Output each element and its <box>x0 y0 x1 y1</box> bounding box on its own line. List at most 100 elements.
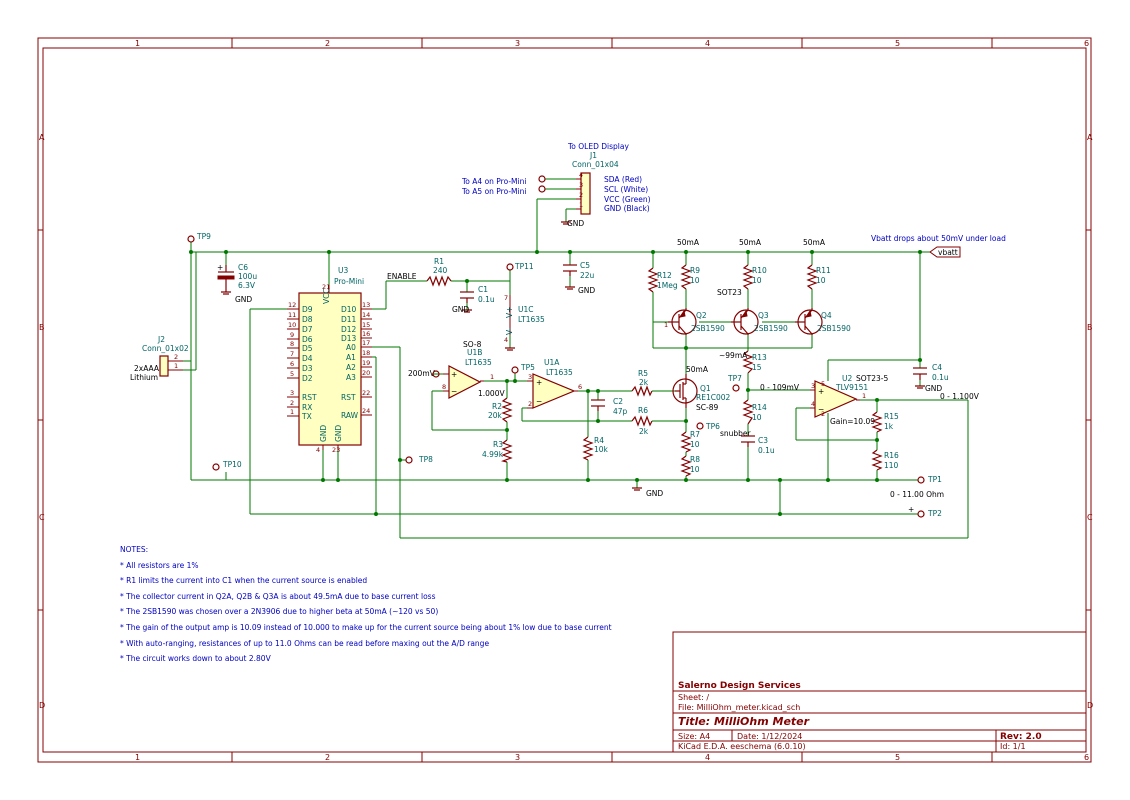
j2-note-2xaaa: 2xAAA <box>134 364 160 373</box>
resistor-r10[interactable]: R10 10 <box>742 264 767 290</box>
wires <box>183 178 969 539</box>
vbatt-global-label[interactable]: vbatt <box>929 246 961 258</box>
test-point-tp11[interactable]: TP11 <box>506 262 534 271</box>
mcu-u3[interactable]: U3 Pro-Mini VCC 21 12 11 10 9 8 7 6 5 3 … <box>287 266 372 454</box>
c3-ref: C3 <box>758 436 768 445</box>
q4-current-label: 50mA <box>803 238 826 247</box>
r7-ref: R7 <box>690 430 700 439</box>
capacitor-c2[interactable]: C2 47p <box>591 397 628 416</box>
u3-rst-right: RST <box>341 393 356 402</box>
c5-gnd-label: GND <box>578 286 595 295</box>
u3-d9: D9 <box>302 305 313 314</box>
u3-pin-20: 20 <box>362 369 370 377</box>
resistor-r1[interactable]: R1 240 <box>426 257 452 287</box>
note-item: * All resistors are 1% <box>120 561 199 570</box>
test-point-tp10[interactable]: TP10 <box>212 460 242 471</box>
r3-ref: R3 <box>493 440 503 449</box>
j1-net-a5-label: To A5 on Pro-Mini <box>461 187 526 196</box>
u3-d6: D6 <box>302 335 313 344</box>
connector-j2[interactable]: J2 Conn_01x02 2xAAA Lithium 2 1 <box>130 335 189 382</box>
r3-value: 4.99k <box>482 450 504 459</box>
j2-note-lithium: Lithium <box>130 373 158 382</box>
tp7-label: TP7 <box>727 374 742 383</box>
c2-ref: C2 <box>613 397 623 406</box>
bjt-q2[interactable]: Q2 2SB1590 1 <box>664 308 725 335</box>
r13-value: 15 <box>752 363 762 372</box>
bjt-q3[interactable]: Q3 2SB1590 <box>731 308 788 335</box>
r14-value: 10 <box>752 413 762 422</box>
capacitor-c1[interactable]: C1 0.1u GND <box>452 285 495 314</box>
c6-ref: C6 <box>238 263 248 272</box>
u3-pin-11: 11 <box>288 311 296 319</box>
connector-j1[interactable]: To OLED Display J1 Conn_01x04 4 3 2 1 SD… <box>461 142 651 228</box>
capacitor-c6[interactable]: C6 100u 6.3V GND + <box>217 263 257 304</box>
u3-pin-19: 19 <box>362 359 370 367</box>
bjt-q4[interactable]: Q4 2SB1590 <box>795 308 851 335</box>
test-point-tp5[interactable]: TP5 <box>511 363 535 374</box>
u1b-ref: U1B <box>467 348 482 357</box>
current-99ma-label: ~99mA <box>719 351 748 360</box>
zone-col-2-bottom: 2 <box>325 753 330 762</box>
u3-pin-8: 8 <box>290 340 294 348</box>
title-file: File: MilliOhm_meter.kicad_sch <box>678 703 800 712</box>
resistor-r16[interactable]: R16 110 <box>871 449 899 471</box>
resistor-r8[interactable]: R8 10 <box>680 455 700 477</box>
test-point-tp2[interactable]: + TP2 <box>908 505 942 518</box>
capacitor-c5[interactable]: C5 22u GND <box>563 261 595 295</box>
r4-value: 10k <box>594 445 609 454</box>
resistor-r6[interactable]: R6 2k <box>631 406 653 436</box>
u1c-ref: U1C <box>518 305 534 314</box>
resistor-r14[interactable]: R14 10 <box>742 399 767 425</box>
zone-row-d-right: D <box>1087 701 1093 710</box>
resistor-r11[interactable]: R11 10 <box>806 264 831 290</box>
test-point-tp8[interactable]: TP8 <box>405 455 433 464</box>
u3-d4: D4 <box>302 354 313 363</box>
c4-value: 0.1u <box>932 373 949 382</box>
u3-pin-10: 10 <box>288 321 296 329</box>
capacitor-c4[interactable]: C4 0.1u GND <box>913 363 949 393</box>
vbatt-note: Vbatt drops about 50mV under load <box>871 234 1006 243</box>
resistor-r9[interactable]: R9 10 <box>680 264 700 290</box>
r12-ref: R12 <box>657 271 672 280</box>
test-point-tp6[interactable]: TP6 <box>696 422 720 431</box>
resistor-r4[interactable]: R4 10k <box>582 436 609 461</box>
capacitor-c3[interactable]: C3 0.1u <box>741 435 775 455</box>
zone-col-4: 4 <box>705 39 710 48</box>
j2-ref: J2 <box>157 335 165 344</box>
opamp-u1b[interactable]: + − U1B LT1635 SO-8 8 1 <box>442 340 494 399</box>
mosfet-q1[interactable]: Q1 RE1C002 SC-89 50mA <box>672 365 731 412</box>
tp5-label: TP5 <box>520 363 535 372</box>
u1a-value: LT1635 <box>546 368 573 377</box>
resistor-r5[interactable]: R5 2k <box>631 369 653 397</box>
opamp-u2[interactable]: + − U2 TLV9151 SOT23-5 3 4 1 5 2 <box>810 374 888 418</box>
resistor-r2[interactable]: R2 20k <box>488 397 513 423</box>
zone-row-b-right: B <box>1087 323 1093 332</box>
u3-pin-14: 14 <box>362 311 370 319</box>
u3-pin-9: 9 <box>290 331 294 339</box>
resistor-r3[interactable]: R3 4.99k <box>482 439 513 463</box>
test-point-tp7[interactable]: TP7 <box>727 374 742 392</box>
u3-pin-7: 7 <box>290 350 294 358</box>
tp6-label: TP6 <box>705 422 720 431</box>
q2-value: 2SB1590 <box>691 324 725 333</box>
j1-name-gnd: GND (Black) <box>604 204 650 213</box>
opamp-u1a[interactable]: + − U1A LT1635 3 2 6 <box>527 358 582 409</box>
test-point-tp9[interactable]: TP9 <box>187 232 211 243</box>
u3-vcc-pin: 21 <box>322 283 330 291</box>
svg-text:−: − <box>818 405 824 414</box>
u2-pin-4: 4 <box>811 400 815 408</box>
u3-pin-17: 17 <box>362 339 370 347</box>
resistor-r7[interactable]: R7 10 <box>680 430 700 453</box>
tp2-plus-mark: + <box>908 505 914 514</box>
opamp-u1c[interactable]: U1C LT1635 V+ V- 7 4 <box>504 294 545 351</box>
resistor-r12[interactable]: R12 1Meg <box>647 267 678 293</box>
resistor-r15[interactable]: R15 1k <box>871 411 899 433</box>
resistor-r13[interactable]: R13 15 <box>742 350 767 374</box>
r12-value: 1Meg <box>657 281 678 290</box>
u3-pin-13: 13 <box>362 301 370 309</box>
q1-ref: Q1 <box>700 384 711 393</box>
test-point-tp1[interactable]: TP1 <box>917 475 942 484</box>
svg-text:−: − <box>536 397 542 406</box>
j1-net-a4-terminal <box>538 175 546 183</box>
u3-d3: D3 <box>302 364 313 373</box>
